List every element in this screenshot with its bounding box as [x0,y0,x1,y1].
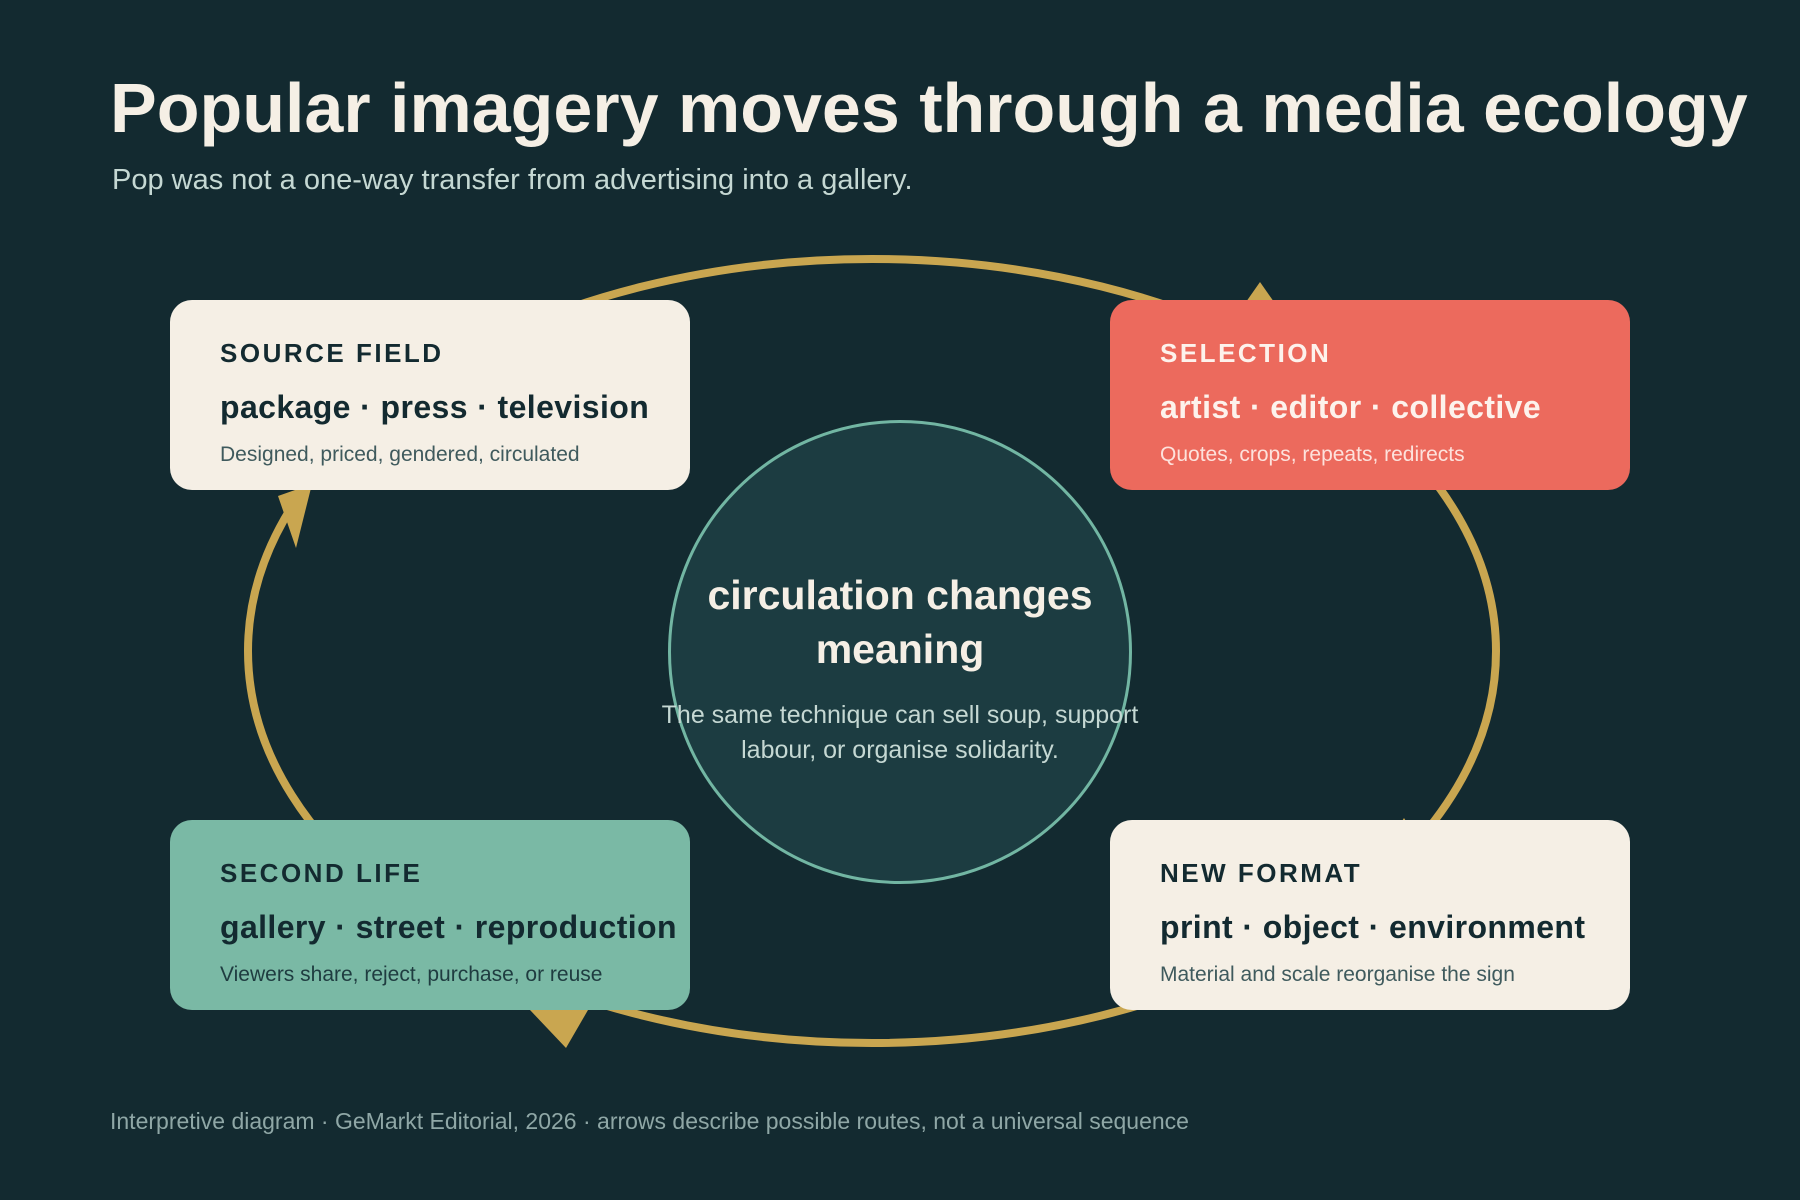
footer-note: Interpretive diagram · GeMarkt Editorial… [110,1108,1189,1134]
stage-note: Material and scale reorganise the sign [1160,963,1515,986]
stage-label: NEW FORMAT [1160,858,1363,888]
stage-card-selection: SELECTION artist · editor · collective Q… [1110,300,1630,490]
arrow-to-source-icon [278,484,312,548]
stage-card-source-field: SOURCE FIELD package · press · televisio… [170,300,690,490]
stage-label: SECOND LIFE [220,858,423,888]
stage-items: gallery · street · reproduction [220,909,677,945]
stage-note: Quotes, crops, repeats, redirects [1160,443,1465,466]
stage-note: Designed, priced, gendered, circulated [220,443,580,466]
stage-items: print · object · environment [1160,909,1586,945]
arrow-to-selection-icon [1246,282,1274,302]
page-title: Popular imagery moves through a media ec… [110,69,1748,147]
stage-card-second-life: SECOND LIFE gallery · street · reproduct… [170,820,690,1010]
stage-note: Viewers share, reject, purchase, or reus… [220,963,603,986]
arrow-to-second-life-icon [530,1010,588,1048]
stage-card-new-format: NEW FORMAT print · object · environment … [1110,820,1630,1010]
stage-label: SOURCE FIELD [220,338,444,368]
cycle-loop [244,255,1500,1047]
stage-items: package · press · television [220,389,650,425]
page-subtitle: Pop was not a one-way transfer from adve… [112,164,913,196]
center-body: The same technique can sell soup, suppor… [661,701,1139,764]
stage-label: SELECTION [1160,338,1332,368]
center-title: circulation changes meaning [707,572,1093,672]
stage-items: artist · editor · collective [1160,389,1542,425]
center-circle [668,420,1132,884]
